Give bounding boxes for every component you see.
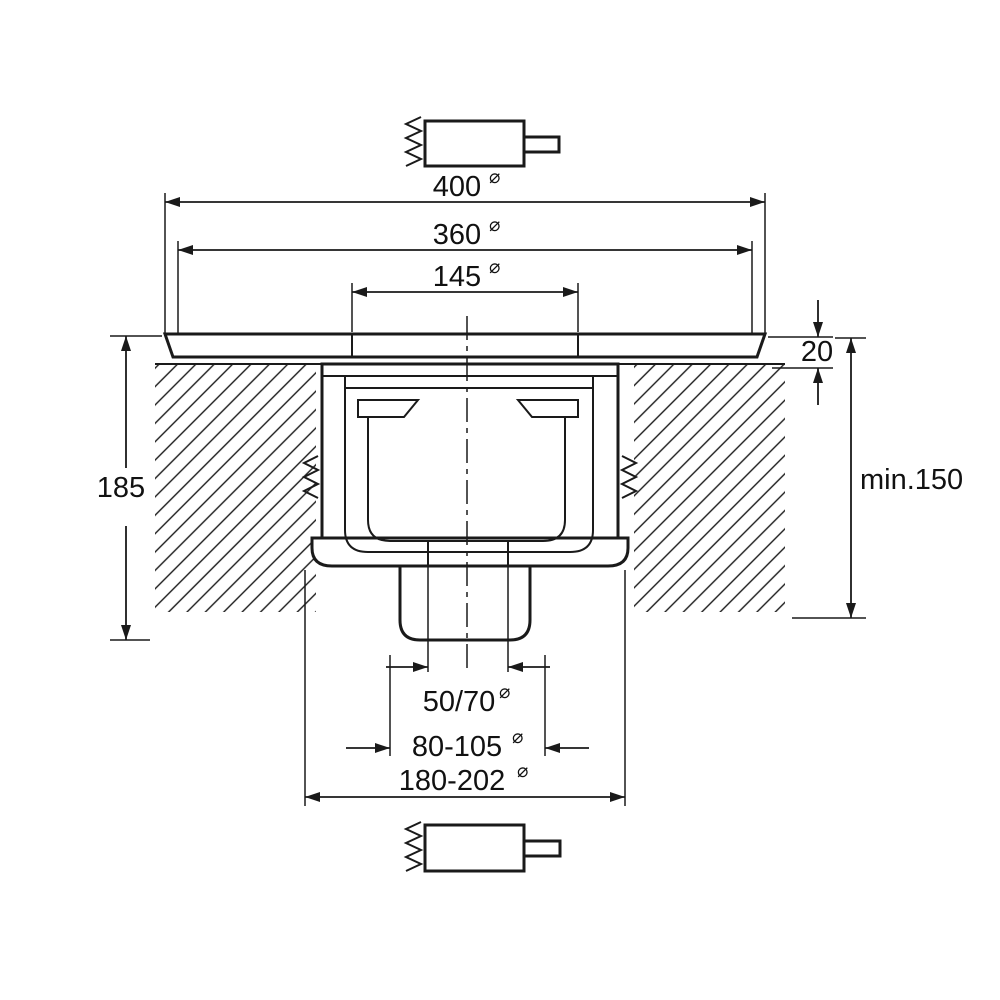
hatch-right	[634, 364, 785, 612]
dim-5070-label: 50/70	[423, 686, 496, 718]
spring-clip-left	[301, 455, 321, 499]
top-tool-body	[423, 119, 526, 168]
dim-145-label: 145	[433, 261, 481, 293]
dim-5070-dia-symbol: ⌀	[499, 682, 510, 703]
masonry-hatch	[155, 363, 785, 612]
insert-outline	[344, 376, 594, 553]
clip-bracket-right	[515, 399, 579, 418]
bottom-tool-zigzag	[403, 821, 424, 872]
dim-360-dia-symbol: ⌀	[489, 215, 500, 236]
dim-min150-label: min.150	[860, 464, 963, 496]
hatch-left	[155, 364, 316, 612]
top-tool-tip	[522, 135, 561, 154]
bottom-tool-icon	[403, 821, 562, 873]
dim-400-dia-symbol: ⌀	[489, 167, 500, 188]
dim-50-70: 50/70 ⌀	[386, 566, 550, 718]
dim-min150: min.150	[792, 337, 963, 619]
outlet-pipe	[398, 566, 532, 642]
dim-145-dia-symbol: ⌀	[489, 257, 500, 278]
dim-400: 400 ⌀	[164, 167, 766, 333]
dim-80105-label: 80-105	[412, 731, 502, 763]
dim-360: 360 ⌀	[177, 215, 753, 333]
dim-180202-label: 180-202	[399, 765, 505, 797]
spring-clip-right	[619, 455, 639, 499]
dim-80-105: 80-105 ⌀	[346, 655, 589, 763]
flange-outline	[162, 332, 768, 359]
top-tool-icon	[403, 116, 561, 168]
dim-400-label: 400	[433, 171, 481, 203]
dim-185: 185	[97, 335, 162, 641]
flange-plate	[162, 332, 768, 359]
dim-80105-dia-symbol: ⌀	[512, 727, 523, 748]
dim-185-label: 185	[97, 472, 145, 504]
bottom-tool-tip	[522, 839, 562, 858]
dim-360-label: 360	[433, 219, 481, 251]
dim-180202-dia-symbol: ⌀	[517, 761, 528, 782]
dim-145: 145 ⌀	[351, 257, 579, 332]
drain-body	[301, 316, 639, 668]
body-outer	[320, 362, 620, 540]
dim-180-202: 180-202 ⌀	[304, 570, 626, 806]
dim-20-label: 20	[801, 336, 833, 368]
top-tool-zigzag	[403, 116, 424, 167]
dim-20: 20	[768, 300, 833, 405]
clip-bracket-left	[357, 399, 421, 418]
bottom-tool-body	[423, 823, 526, 873]
